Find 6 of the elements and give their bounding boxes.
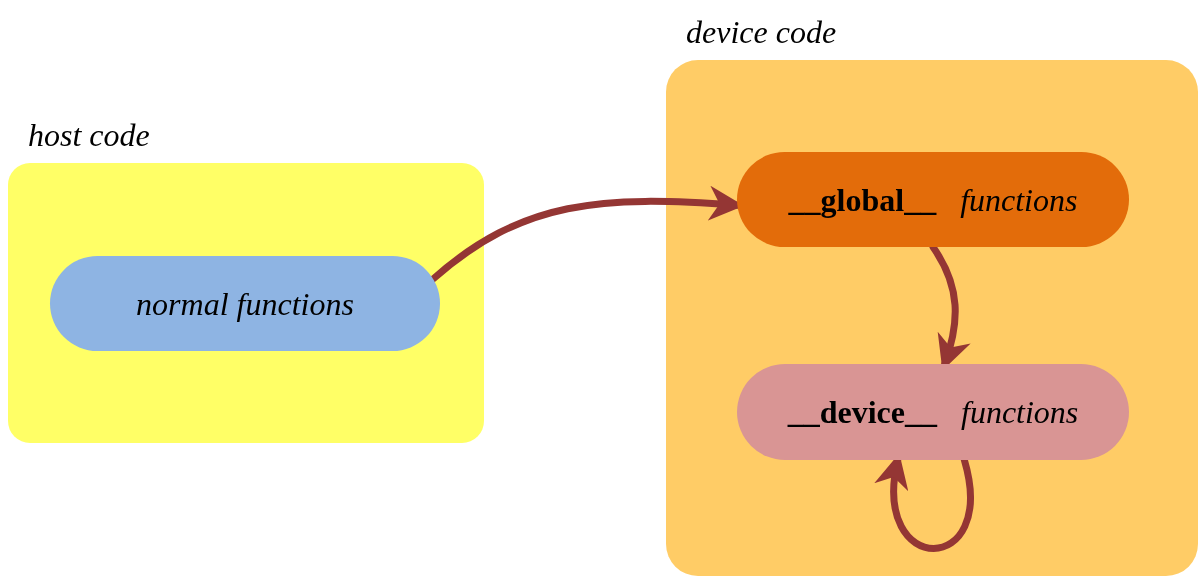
group-heading: device code	[686, 13, 837, 52]
function-label: normal functions	[136, 284, 354, 324]
function-pill	[50, 256, 440, 351]
group-heading: host code	[28, 116, 150, 155]
function-label: __device__ functions	[787, 393, 1079, 432]
function-label: __global__ functions	[788, 180, 1078, 220]
